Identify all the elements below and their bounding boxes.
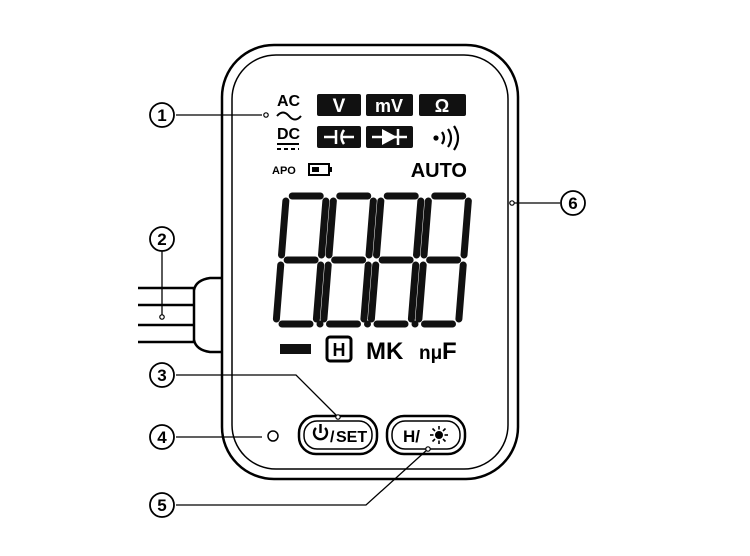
segment-c [312, 261, 325, 323]
battery-icon [308, 163, 332, 176]
ohm-label: Ω [435, 96, 449, 116]
segment-e [320, 261, 332, 323]
segment-e [415, 261, 427, 323]
volt-box [317, 94, 361, 116]
segment-b [365, 197, 377, 259]
svg-text:6: 6 [568, 194, 577, 213]
digit-3 [367, 192, 425, 328]
nmu-label: nμ [419, 343, 442, 364]
leader-lines [161, 114, 560, 506]
seven-segment-digits [272, 192, 472, 328]
segment-f [325, 197, 337, 259]
callout-6: 6 [560, 190, 586, 216]
diode-icon [372, 129, 407, 145]
segment-f [420, 197, 432, 259]
callout-3: 3 [149, 362, 175, 388]
farad-label: F [442, 338, 457, 365]
digit-1 [272, 192, 330, 328]
segment-b [413, 197, 425, 259]
auto-label: AUTO [411, 160, 467, 182]
millivolt-box [366, 94, 413, 116]
segment-e [272, 261, 285, 323]
decimal-point [316, 320, 324, 328]
backlight-sun-icon [430, 426, 448, 444]
svg-text:5: 5 [157, 496, 166, 515]
decimal-point [364, 320, 371, 328]
volt-label: V [333, 96, 346, 117]
probe-leads [138, 276, 236, 354]
svg-text:3: 3 [157, 366, 166, 385]
svg-text:H: H [333, 340, 346, 360]
apo-label: APO [272, 165, 296, 177]
hold-indicator: H [325, 335, 353, 363]
digit-4 [415, 192, 472, 328]
segment-b [318, 197, 330, 259]
capacitor-box [317, 126, 361, 148]
ac-wave-icon [276, 111, 302, 121]
bar-indicator [280, 344, 311, 354]
segment-c [407, 261, 420, 323]
svg-text:4: 4 [157, 428, 167, 447]
segment-f [278, 197, 290, 259]
leader-endpoints [159, 112, 515, 452]
ac-label: AC [277, 93, 301, 110]
callout-5: 5 [149, 492, 175, 518]
indicator-led [267, 430, 279, 442]
callout-1: 1 [149, 102, 175, 128]
lcd-display: AC V mV Ω DC [272, 93, 472, 365]
power-icon [312, 424, 329, 441]
segment-e [367, 261, 380, 323]
digit-2 [320, 192, 377, 328]
dc-label: DC [277, 126, 301, 143]
hold-light-button[interactable]: H/ [385, 414, 467, 456]
capacitor-icon [324, 129, 354, 145]
decimal-point [411, 320, 419, 328]
callout-2: 2 [149, 226, 175, 252]
power-set-slash: / [330, 429, 335, 446]
hold-light-label: H/ [403, 427, 420, 446]
segment-b [460, 197, 472, 259]
segment-c [360, 261, 372, 323]
ohm-box [419, 94, 466, 116]
svg-text:2: 2 [157, 230, 166, 249]
segment-f [373, 197, 385, 259]
power-set-button[interactable]: / SET [297, 414, 379, 456]
callout-4: 4 [149, 424, 175, 450]
millivolt-label: mV [375, 96, 403, 116]
power-set-label: SET [336, 429, 367, 446]
continuity-icon [433, 125, 460, 151]
mk-label: MK [366, 338, 404, 365]
svg-text:1: 1 [157, 106, 166, 125]
segment-c [455, 261, 467, 323]
